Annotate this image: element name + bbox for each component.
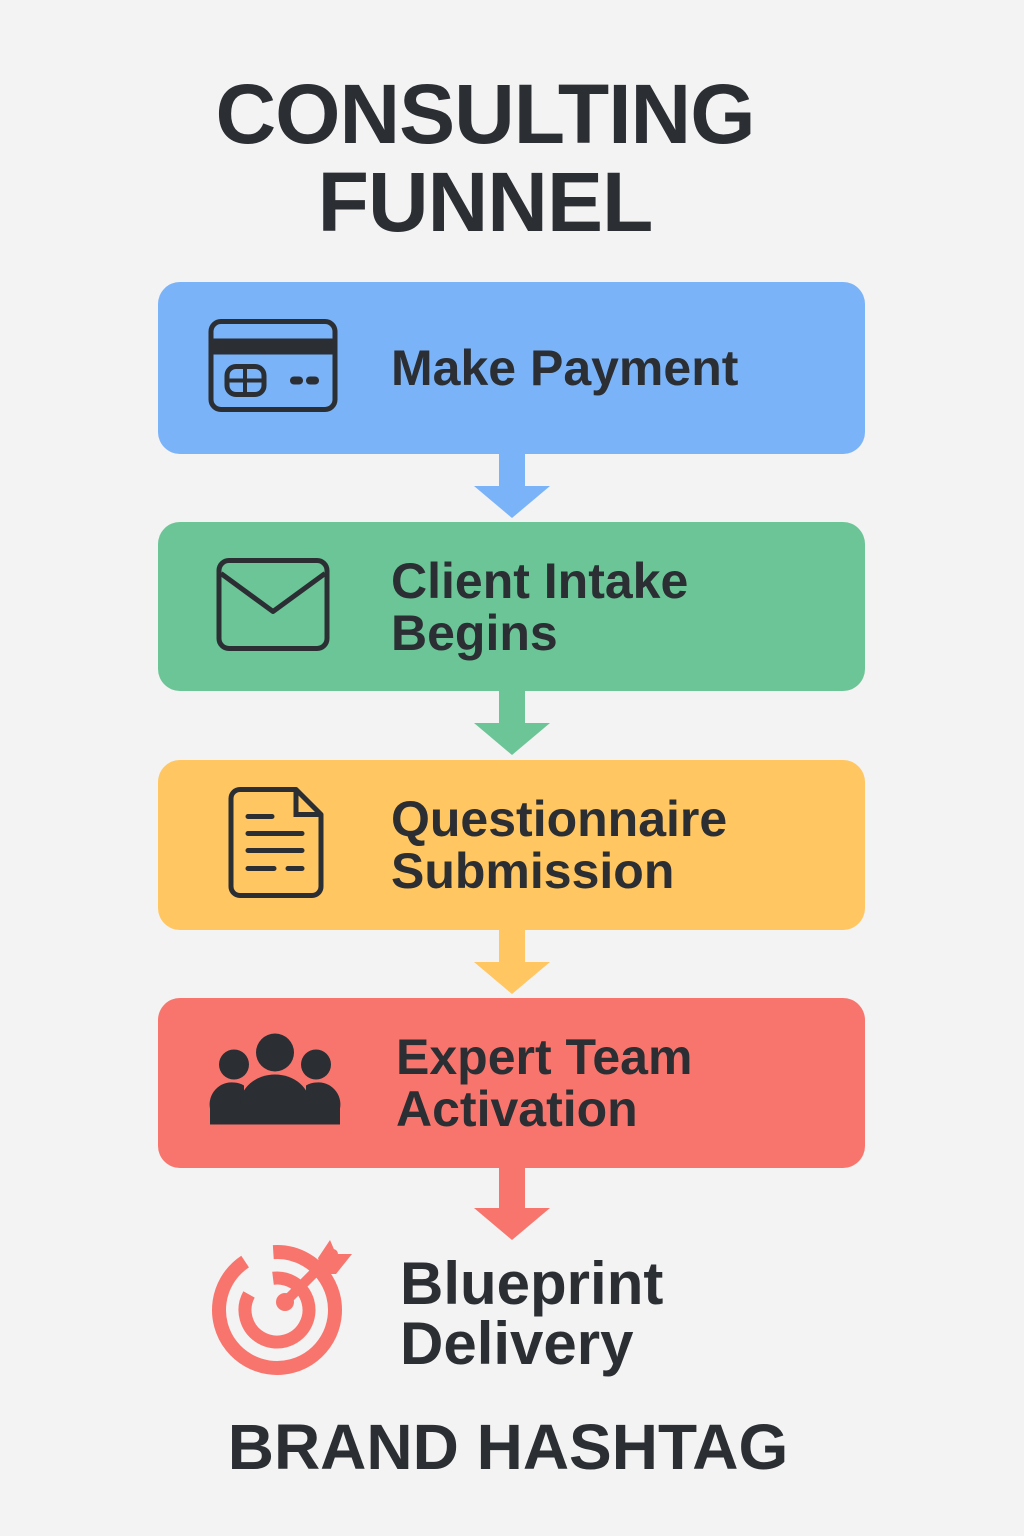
final-step-label: Blueprint Delivery [400,1250,664,1377]
arrow-down-icon [474,691,550,755]
step-questionnaire: Questionnaire Submission [158,760,865,930]
step-client-intake: Client Intake Begins [158,522,865,691]
team-icon [208,1033,342,1134]
step-label: Client Intake Begins [391,552,689,661]
title-line-2: FUNNEL [317,155,654,249]
step-label: Questionnaire Submission [391,791,728,899]
credit-card-icon [208,319,338,418]
arrow-down-icon [474,1168,550,1240]
envelope-icon [216,557,330,656]
arrow-down-icon [474,454,550,518]
document-icon [228,787,324,904]
target-icon [208,1238,353,1385]
step-expert-team: Expert Team Activation [158,998,865,1168]
arrow-down-icon [474,930,550,994]
step-label: Expert Team Activation [396,1029,693,1137]
brand-hashtag: BRAND HASHTAG [227,1411,789,1483]
step-make-payment: Make Payment [158,282,865,454]
step-label: Make Payment [391,340,739,396]
title-line-1: CONSULTING [215,67,755,161]
